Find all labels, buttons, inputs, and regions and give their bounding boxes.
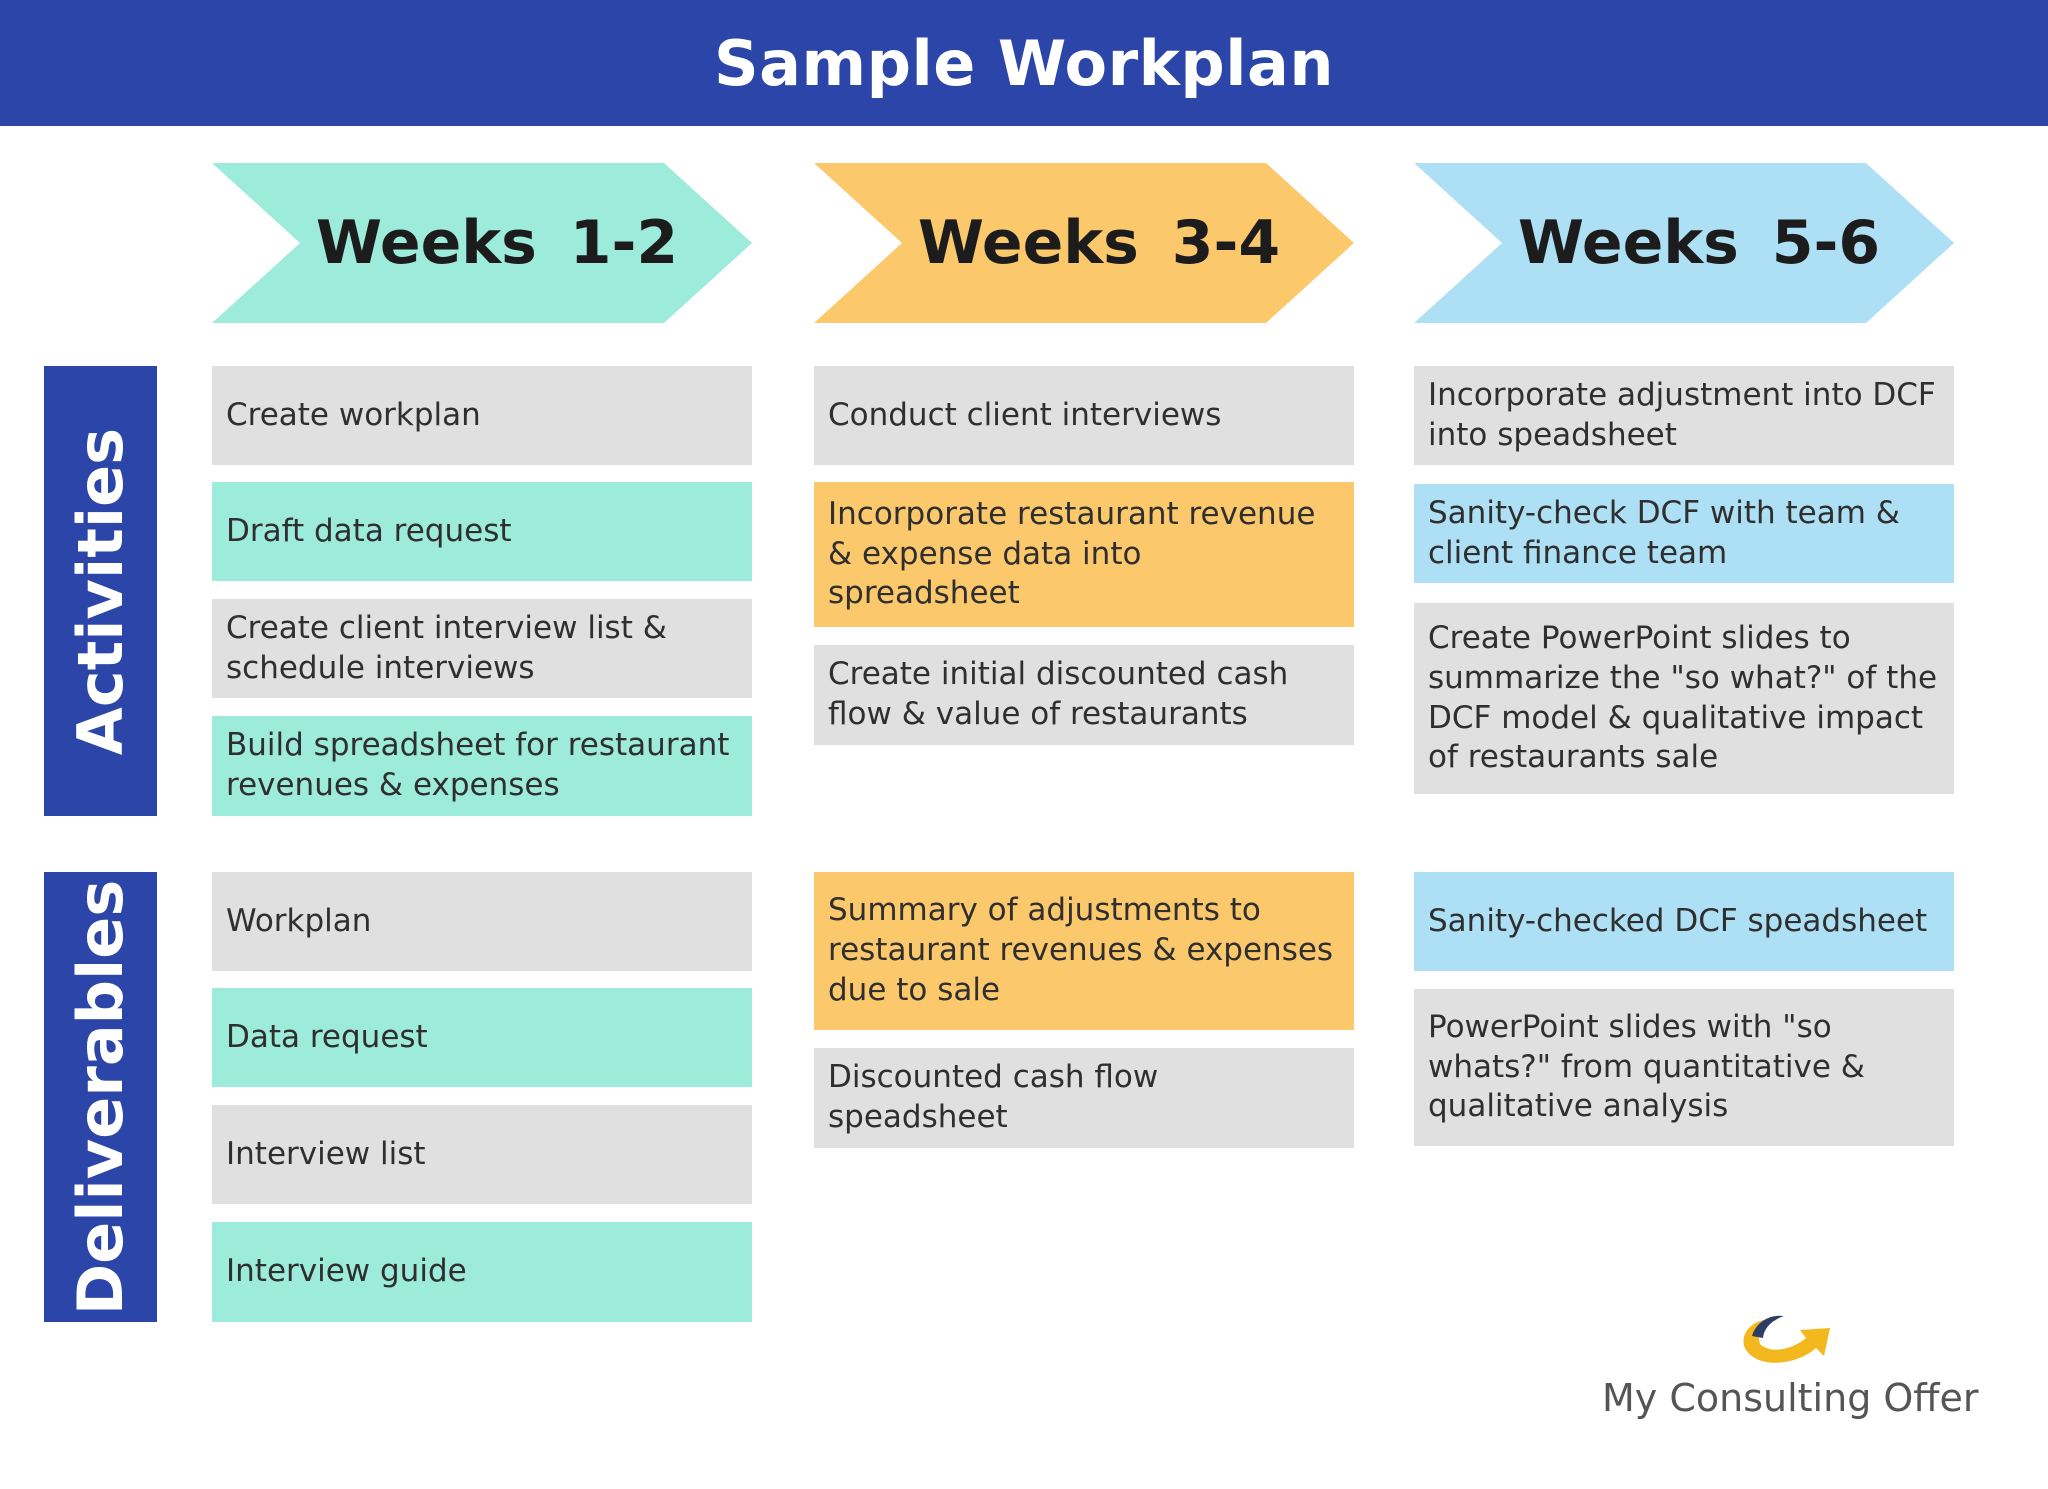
deliverable-box: Discounted cash flow speadsheet: [814, 1048, 1354, 1148]
deliverable-box: Sanity-checked DCF speadsheet: [1414, 872, 1954, 971]
deliverable-box: Data request: [212, 988, 752, 1087]
activity-box: Create workplan: [212, 366, 752, 465]
activity-box: Conduct client interviews: [814, 366, 1354, 465]
deliverable-text: Interview list: [226, 1135, 426, 1172]
phase-chevron-weeks-1-2: Weeks 1-2: [212, 163, 752, 323]
activity-text: Create workplan: [226, 396, 481, 433]
deliverable-box: PowerPoint slides with "so whats?" from …: [1414, 989, 1954, 1146]
deliverable-text: Sanity-checked DCF speadsheet: [1428, 902, 1928, 939]
chevron-shape: [814, 163, 1354, 323]
header-bar: Sample Workplan: [0, 0, 2048, 126]
arrow-swoosh-icon: [1743, 1315, 1830, 1363]
chevron-shape: [212, 163, 752, 323]
chevron-shape: [1414, 163, 1954, 323]
phase-label: Weeks 5-6: [1517, 208, 1881, 278]
activity-text: Sanity-check DCF with team & client fina…: [1428, 494, 1900, 571]
phase-label: Weeks 3-4: [917, 208, 1281, 278]
activity-box: Create client interview list & schedule …: [212, 599, 752, 698]
row-label-text: Activities: [64, 427, 138, 755]
deliverable-text: Data request: [226, 1018, 428, 1055]
deliverable-text: Discounted cash flow speadsheet: [828, 1059, 1159, 1135]
page-title: Sample Workplan: [713, 26, 1335, 100]
activity-text: Create initial discounted cash flow & va…: [828, 656, 1289, 732]
phase-chevron-weeks-3-4: Weeks 3-4: [814, 163, 1354, 323]
activity-box: Create initial discounted cash flow & va…: [814, 645, 1354, 745]
deliverable-text: Workplan: [226, 902, 372, 939]
brand-logo: My Consulting Offer: [1590, 1300, 1979, 1430]
activity-box: Build spreadsheet for restaurant revenue…: [212, 716, 752, 816]
deliverable-text: PowerPoint slides with "so whats?" from …: [1428, 1008, 1865, 1125]
deliverable-box: Interview list: [212, 1105, 752, 1204]
deliverable-text: Interview guide: [226, 1253, 467, 1290]
deliverable-box: Interview guide: [212, 1222, 752, 1322]
activity-text: Conduct client interviews: [828, 396, 1222, 433]
activity-box: Sanity-check DCF with team & client fina…: [1414, 484, 1954, 583]
phase-label: Weeks 1-2: [315, 208, 679, 278]
activity-box: Incorporate restaurant revenue & expense…: [814, 482, 1354, 627]
activity-text: Create PowerPoint slides to summarize th…: [1428, 620, 1938, 776]
row-label-deliverables: Deliverables: [44, 872, 157, 1322]
activity-text: Draft data request: [226, 512, 512, 549]
deliverable-text: Summary of adjustments to restaurant rev…: [828, 892, 1334, 1008]
activity-text: Build spreadsheet for restaurant revenue…: [226, 727, 730, 803]
row-label-text: Deliverables: [64, 879, 138, 1315]
activity-box: Incorporate adjustment into DCF into spe…: [1414, 366, 1954, 465]
activity-text: Incorporate restaurant revenue & expense…: [828, 495, 1316, 612]
activity-text: Incorporate adjustment into DCF into spe…: [1428, 376, 1936, 453]
activity-box: Create PowerPoint slides to summarize th…: [1414, 603, 1954, 794]
activity-text: Create client interview list & schedule …: [226, 609, 667, 686]
deliverable-box: Workplan: [212, 872, 752, 971]
deliverable-box: Summary of adjustments to restaurant rev…: [814, 872, 1354, 1030]
phase-chevron-weeks-5-6: Weeks 5-6: [1414, 163, 1954, 323]
brand-name: My Consulting Offer: [1602, 1376, 1979, 1420]
activity-box: Draft data request: [212, 482, 752, 581]
row-label-activities: Activities: [44, 366, 157, 816]
